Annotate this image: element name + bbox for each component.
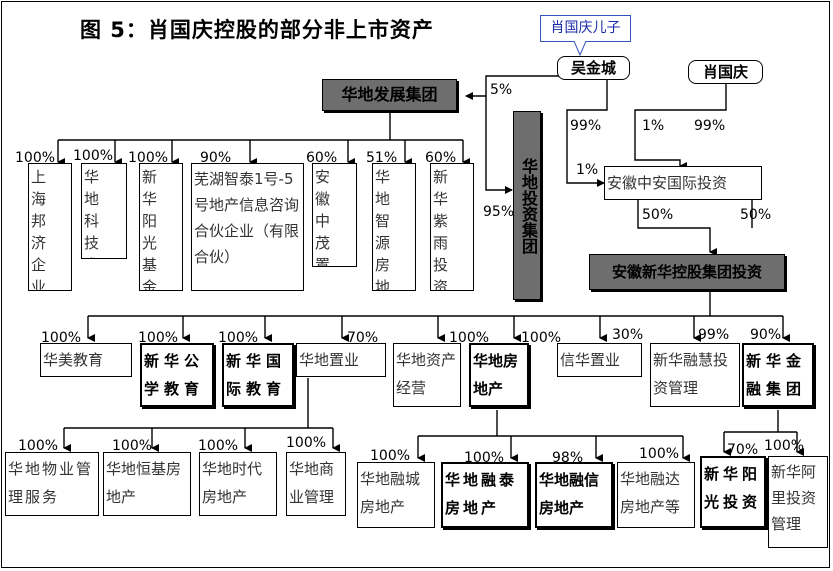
pct-label: 100% <box>218 330 259 346</box>
pct-label: 30% <box>612 327 644 343</box>
node-huadi-asset: 华地资产经营 <box>393 343 461 407</box>
node-xinhua-holding: 安徽新华控股集团投资 <box>589 254 785 290</box>
pct-label: 100% <box>464 450 505 466</box>
pct-label: 50% <box>740 207 772 223</box>
node-huadi-hengji: 华地恒基房地产 <box>103 452 191 516</box>
pct-label: 100% <box>138 330 179 346</box>
node-huadi-zhiyuan: 华地智源房地产 <box>372 163 416 291</box>
node-xinhua-gongxue: 新华公学教育 <box>140 343 214 407</box>
node-huadi-rongxin: 华地融信房地产 <box>535 462 613 528</box>
node-xiao-guoqing: 肖国庆 <box>688 60 763 84</box>
node-xinhua-ali: 新华阿里投资管理 <box>768 456 828 548</box>
pct-label: 51% <box>366 150 398 166</box>
pct-label: 100% <box>18 438 59 454</box>
pct-label: 60% <box>425 150 457 166</box>
pct-label: 100% <box>286 435 327 451</box>
pct-label: 50% <box>642 207 674 223</box>
pct-label: 70% <box>727 442 759 458</box>
pct-label: 100% <box>15 150 56 166</box>
node-huamei-education: 华美教育 <box>40 343 132 377</box>
pct-label: 100% <box>370 448 411 464</box>
pct-label: 100% <box>112 438 153 454</box>
node-shanghai-bangji: 上海邦济企业管理 <box>28 163 72 291</box>
pct-label: 100% <box>198 438 239 454</box>
pct-label: 90% <box>200 150 232 166</box>
pct-label: 1% <box>642 118 665 134</box>
pct-label: 100% <box>41 330 82 346</box>
node-xinhua-sunshine-fund: 新华阳光基金管理 <box>139 163 183 291</box>
pct-label: 5% <box>490 82 513 98</box>
node-xinhua-international-edu: 新华国际教育 <box>222 343 294 407</box>
node-huadi-rongda: 华地融达房地产等 <box>617 462 695 528</box>
node-huadi-real-estate: 华地房地产 <box>469 343 529 407</box>
node-huadi-tech: 华地科技发展 <box>81 163 127 259</box>
node-xinhua-ziyu: 新华紫雨投资管理 <box>430 163 474 291</box>
node-anhui-zhongmao: 安徽中茂置业 <box>312 163 357 267</box>
node-wuhu-zhitai: 芜湖智泰1号-5号地产信息咨询合伙企业（有限合伙） <box>191 163 304 291</box>
pct-label: 100% <box>639 446 680 462</box>
node-huadi-property-mgmt: 华地物业管理服务 <box>5 452 99 516</box>
node-xinhua-ronghui: 新华融慧投资管理 <box>650 343 740 407</box>
callout-son-label: 肖国庆儿子 <box>540 15 631 42</box>
node-huadi-development-group: 华地发展集团 <box>322 79 457 111</box>
node-huadi-zhiye: 华地置业 <box>296 343 386 377</box>
callout-pointer <box>573 41 587 57</box>
diagram-title: 图 5：肖国庆控股的部分非上市资产 <box>80 18 434 42</box>
node-huadi-rongtai: 华地融泰房地产 <box>441 462 529 528</box>
pct-label: 98% <box>552 450 584 466</box>
node-xinhua-finance-group: 新华金融集团 <box>742 343 814 407</box>
pct-label: 95% <box>483 204 515 220</box>
node-huadi-rongcheng: 华地融城房地产 <box>357 462 435 528</box>
pct-label: 1% <box>576 162 599 178</box>
pct-label: 100% <box>449 330 490 346</box>
pct-label: 90% <box>750 327 782 343</box>
pct-label: 60% <box>306 150 338 166</box>
pct-label: 99% <box>570 118 602 134</box>
pct-label: 100% <box>73 148 114 164</box>
node-huadi-investment-group: 华地投资集团 <box>513 111 541 300</box>
node-xinhua-zhiye: 信华置业 <box>557 343 642 377</box>
pct-label: 70% <box>347 330 379 346</box>
pct-label: 100% <box>764 438 805 454</box>
node-wu-jincheng: 吴金城 <box>557 56 630 80</box>
node-huadi-shidai: 华地时代房地产 <box>199 452 277 516</box>
pct-label: 100% <box>128 150 169 166</box>
pct-label: 99% <box>694 118 726 134</box>
node-anhui-zhongan: 安徽中安国际投资 <box>604 166 762 200</box>
pct-label: 100% <box>521 330 562 346</box>
node-xinhua-sunshine-invest: 新华阳光投资 <box>700 456 766 528</box>
pct-label: 99% <box>698 327 730 343</box>
node-huadi-commercial: 华地商业管理 <box>286 452 346 516</box>
